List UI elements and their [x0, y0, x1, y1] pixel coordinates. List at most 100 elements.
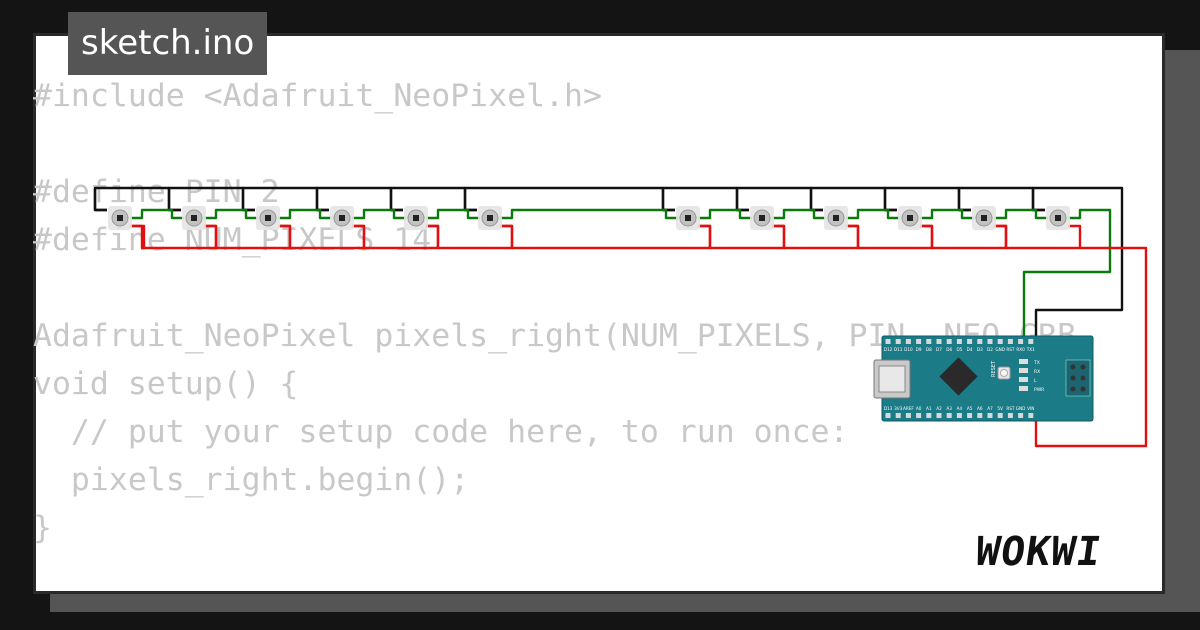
neopixel-die — [265, 215, 271, 221]
pin-label: D10 — [904, 347, 913, 352]
neopixel — [256, 206, 280, 230]
data-wire — [846, 208, 900, 220]
pin — [967, 339, 973, 344]
pin — [926, 413, 932, 418]
pin-label: A5 — [967, 406, 973, 411]
icsp-header — [1065, 359, 1091, 397]
wokwi-logo: WOKWI — [972, 529, 1105, 575]
pin — [977, 339, 983, 344]
data-wire — [426, 208, 480, 220]
data-wire — [772, 208, 826, 220]
usb-port-inner — [878, 365, 906, 393]
pin-label: GND — [995, 347, 1005, 352]
pin-label: D9 — [916, 347, 922, 352]
code-line: pixels_right.begin(); — [33, 462, 470, 498]
vcc-wire — [994, 224, 1082, 250]
pin-label: GND — [1016, 406, 1026, 411]
pin-label: D4 — [967, 347, 973, 352]
pin-label: 3V3 — [894, 406, 903, 411]
led-rx — [1019, 368, 1028, 373]
neopixel-die — [413, 215, 419, 221]
neopixel — [478, 206, 502, 230]
pin — [967, 413, 973, 418]
neopixel-die — [1055, 215, 1061, 221]
reset-button-cap — [1000, 369, 1008, 377]
pin-label: D12 — [884, 347, 893, 352]
pin — [885, 413, 891, 418]
code-line: void setup() { — [33, 366, 299, 402]
file-tab[interactable]: sketch.ino — [68, 12, 268, 75]
pin — [895, 413, 901, 418]
neopixel-die — [117, 215, 123, 221]
pin — [997, 413, 1003, 418]
data-wire — [130, 208, 184, 220]
pin — [1018, 413, 1024, 418]
code-line: #include <Adafruit_NeoPixel.h> — [33, 78, 602, 114]
vcc-wire-to-board — [1034, 246, 1148, 448]
pin — [1028, 339, 1034, 344]
pin-label: D11 — [894, 347, 903, 352]
data-wire — [994, 208, 1048, 220]
pin-label: VIN — [1027, 406, 1034, 411]
neopixel — [824, 206, 848, 230]
pin — [1007, 413, 1013, 418]
pin-label: D8 — [926, 347, 932, 352]
led-l — [1019, 377, 1028, 382]
neopixel-die — [191, 215, 197, 221]
led-label: L — [1034, 378, 1037, 384]
pin-label: RST — [1006, 406, 1015, 411]
pin-label: D2 — [987, 347, 993, 352]
pin — [997, 339, 1003, 344]
data-wire — [698, 208, 752, 220]
pin-label: AREF — [903, 406, 914, 411]
pin-label: RST — [1006, 347, 1015, 352]
neopixel — [182, 206, 206, 230]
neopixel-die — [833, 215, 839, 221]
pin — [946, 339, 952, 344]
pin-label: A3 — [946, 406, 952, 411]
code-line: } — [33, 510, 52, 546]
led-pwr — [1019, 386, 1028, 391]
pin — [885, 339, 891, 344]
pin — [895, 339, 901, 344]
data-wire — [204, 208, 258, 220]
neopixel — [676, 206, 700, 230]
pin-label: 5V — [997, 406, 1003, 411]
code-line: #define PIN 2 — [33, 174, 280, 210]
reset-label: RESET — [991, 360, 997, 377]
gnd-wire — [93, 188, 107, 212]
neopixel — [1046, 206, 1070, 230]
pin-label: A0 — [916, 406, 922, 411]
neopixel-strip — [108, 206, 1070, 230]
led-label: PWR — [1034, 387, 1044, 393]
data-wire-to-board — [1022, 208, 1112, 340]
data-wire — [920, 208, 974, 220]
neopixel-die — [981, 215, 987, 221]
data-wire — [500, 208, 678, 220]
pin-label: D13 — [884, 406, 893, 411]
pin — [905, 413, 911, 418]
preview-card — [33, 33, 1165, 594]
pin — [977, 413, 983, 418]
neopixel — [898, 206, 922, 230]
pin — [946, 413, 952, 418]
neopixel — [330, 206, 354, 230]
led-tx — [1019, 359, 1028, 364]
mcu-chip-icon — [939, 357, 978, 396]
pin — [936, 339, 942, 344]
led-label: TX — [1033, 360, 1040, 366]
pin-label: D5 — [956, 347, 962, 352]
pin — [926, 339, 932, 344]
wires — [93, 186, 1148, 448]
pin — [1018, 339, 1024, 344]
pin-label: TX1 — [1026, 347, 1035, 352]
pin-label: D6 — [946, 347, 952, 352]
pin-label: D7 — [936, 347, 942, 352]
neopixel — [404, 206, 428, 230]
data-wire — [352, 208, 406, 220]
pin-label: A2 — [936, 406, 942, 411]
